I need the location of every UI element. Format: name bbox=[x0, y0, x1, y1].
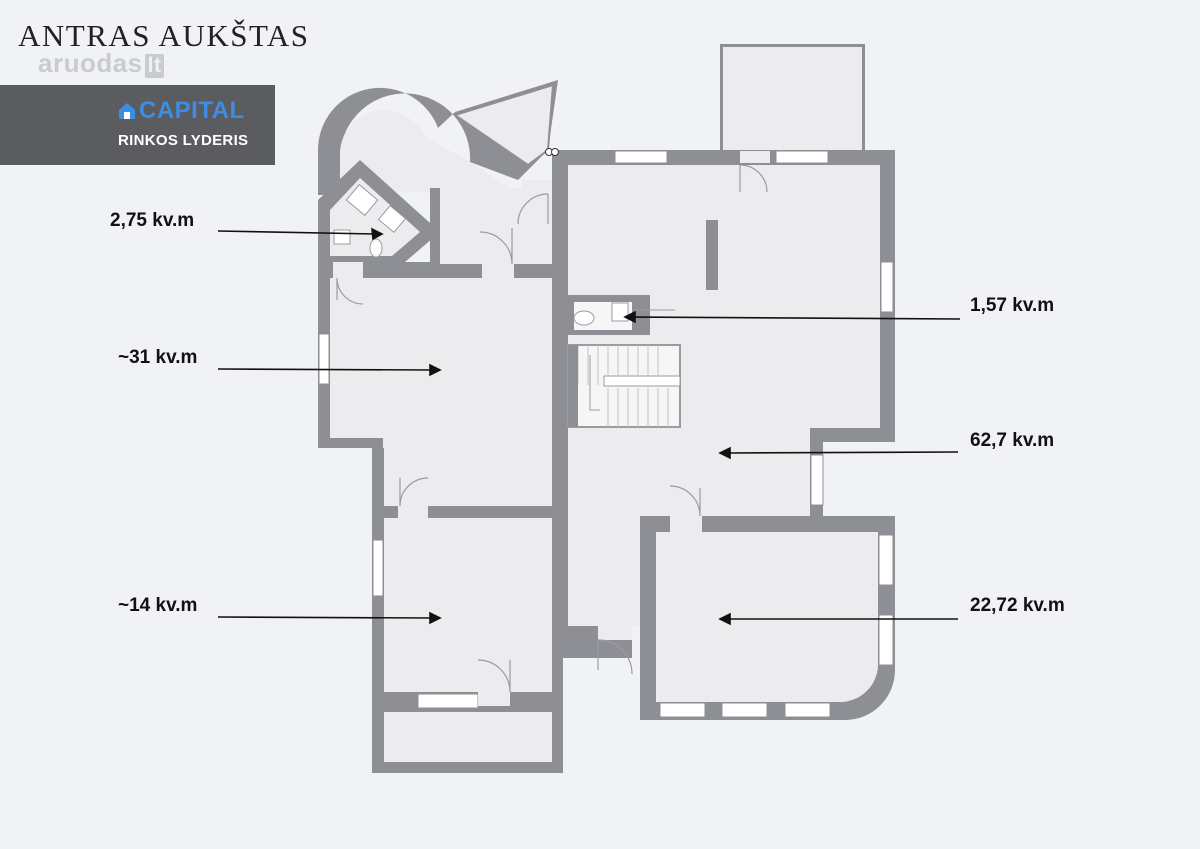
label-arrows bbox=[217, 227, 961, 626]
window-right-room-1 bbox=[878, 534, 894, 586]
arrow-hall bbox=[727, 451, 959, 454]
window-left-balcony bbox=[417, 693, 479, 709]
door-gap-7 bbox=[598, 626, 632, 640]
area-label-hall: 62,7 kv.m bbox=[970, 430, 1055, 451]
floor-main-hall bbox=[568, 165, 880, 626]
window-bottom-1 bbox=[659, 702, 706, 718]
window-left-2 bbox=[372, 539, 384, 597]
door-swing-2 bbox=[479, 228, 513, 265]
brand-logo: CAPITAL bbox=[118, 97, 245, 125]
window-top-1 bbox=[614, 150, 668, 164]
arrow-wc-right bbox=[631, 316, 961, 320]
window-left-1 bbox=[318, 333, 330, 385]
door-gap-4 bbox=[333, 262, 363, 278]
floor-right-room bbox=[656, 532, 879, 703]
doors bbox=[333, 151, 770, 706]
window-bottom-3 bbox=[784, 702, 831, 718]
arrow-wc-left bbox=[217, 230, 376, 235]
staircase bbox=[567, 344, 681, 428]
watermark-suffix: lt bbox=[144, 54, 165, 78]
area-label-room-left-small: ~14 kv.m bbox=[118, 595, 198, 616]
door-gap-6 bbox=[670, 516, 702, 532]
arrow-room-left-large bbox=[217, 368, 433, 371]
door-swing-8 bbox=[477, 659, 511, 693]
floor-left-balcony bbox=[384, 712, 552, 762]
walls bbox=[317, 44, 895, 773]
area-label-room-right: 22,72 kv.m bbox=[970, 595, 1065, 616]
fireplace-bar bbox=[706, 220, 718, 290]
area-label-wc-right: 1,57 kv.m bbox=[970, 295, 1055, 316]
watermark-text: aruodas bbox=[38, 48, 143, 78]
door-swing-7 bbox=[597, 639, 633, 675]
window-hall-notch bbox=[810, 454, 824, 506]
door-swing-6 bbox=[669, 485, 701, 517]
door-swing-4 bbox=[336, 277, 364, 305]
wall-left-notch-side bbox=[318, 438, 383, 448]
door-swing-3 bbox=[517, 193, 549, 225]
window-right-1 bbox=[880, 261, 894, 313]
wall-left-notch-vertical bbox=[372, 448, 384, 516]
wc-left-fixtures bbox=[333, 183, 407, 258]
window-top-2 bbox=[775, 150, 829, 164]
door-hinge-circles bbox=[545, 148, 559, 156]
wc-right bbox=[568, 295, 675, 335]
windows bbox=[318, 150, 894, 718]
door-gap-5 bbox=[398, 506, 428, 518]
floor-left-small-room bbox=[384, 518, 552, 692]
floor-title: ANTRAS AUKŠTAS bbox=[18, 18, 310, 53]
curved-tower-inner bbox=[340, 110, 510, 195]
floor-top-balcony bbox=[723, 47, 862, 151]
door-swing-1 bbox=[739, 164, 768, 193]
floor-corridor-top bbox=[440, 188, 552, 264]
window-right-room-2 bbox=[878, 614, 894, 666]
brand-box bbox=[0, 85, 275, 165]
house-icon bbox=[119, 103, 135, 119]
area-label-room-left-large: ~31 kv.m bbox=[118, 347, 198, 368]
floor-left-large-room-fill bbox=[384, 448, 552, 508]
arrow-room-left-small bbox=[217, 616, 433, 619]
window-bottom-2 bbox=[721, 702, 768, 718]
brand-tagline: RINKOS LYDERIS bbox=[118, 132, 249, 149]
door-gap-1 bbox=[740, 151, 770, 163]
brand-name: CAPITAL bbox=[139, 97, 245, 124]
door-gap-8 bbox=[478, 692, 510, 706]
door-gap-3 bbox=[522, 180, 552, 192]
door-gap-2 bbox=[482, 264, 514, 278]
area-label-wc-left: 2,75 kv.m bbox=[110, 210, 195, 231]
door-swing-5 bbox=[399, 477, 429, 507]
